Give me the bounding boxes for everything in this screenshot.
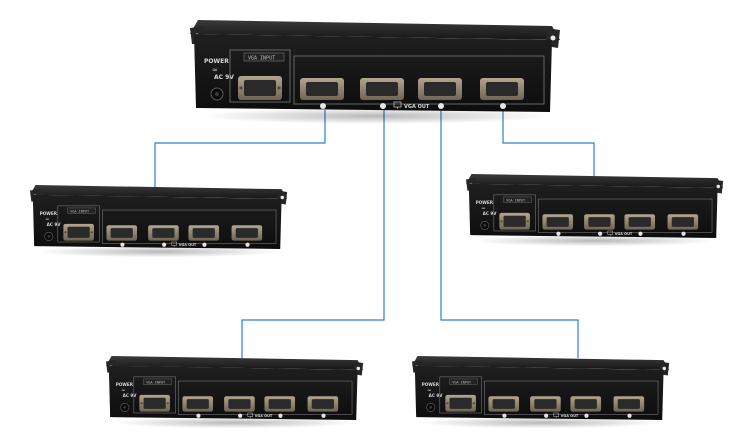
bottom-left-vga-splitter [105,355,364,429]
cable-connections [154,110,595,358]
bottom-right-vga-splitter [411,355,670,429]
right-vga-splitter [465,173,724,247]
cable-port4-to-right-unit [502,110,595,176]
cable-port2-to-bottom-left-unit [241,110,385,358]
master-vga-splitter [189,19,561,125]
cable-port1-to-left-unit [154,110,326,188]
cable-port3-to-bottom-right-unit [440,110,579,358]
left-vga-splitter [29,184,288,258]
